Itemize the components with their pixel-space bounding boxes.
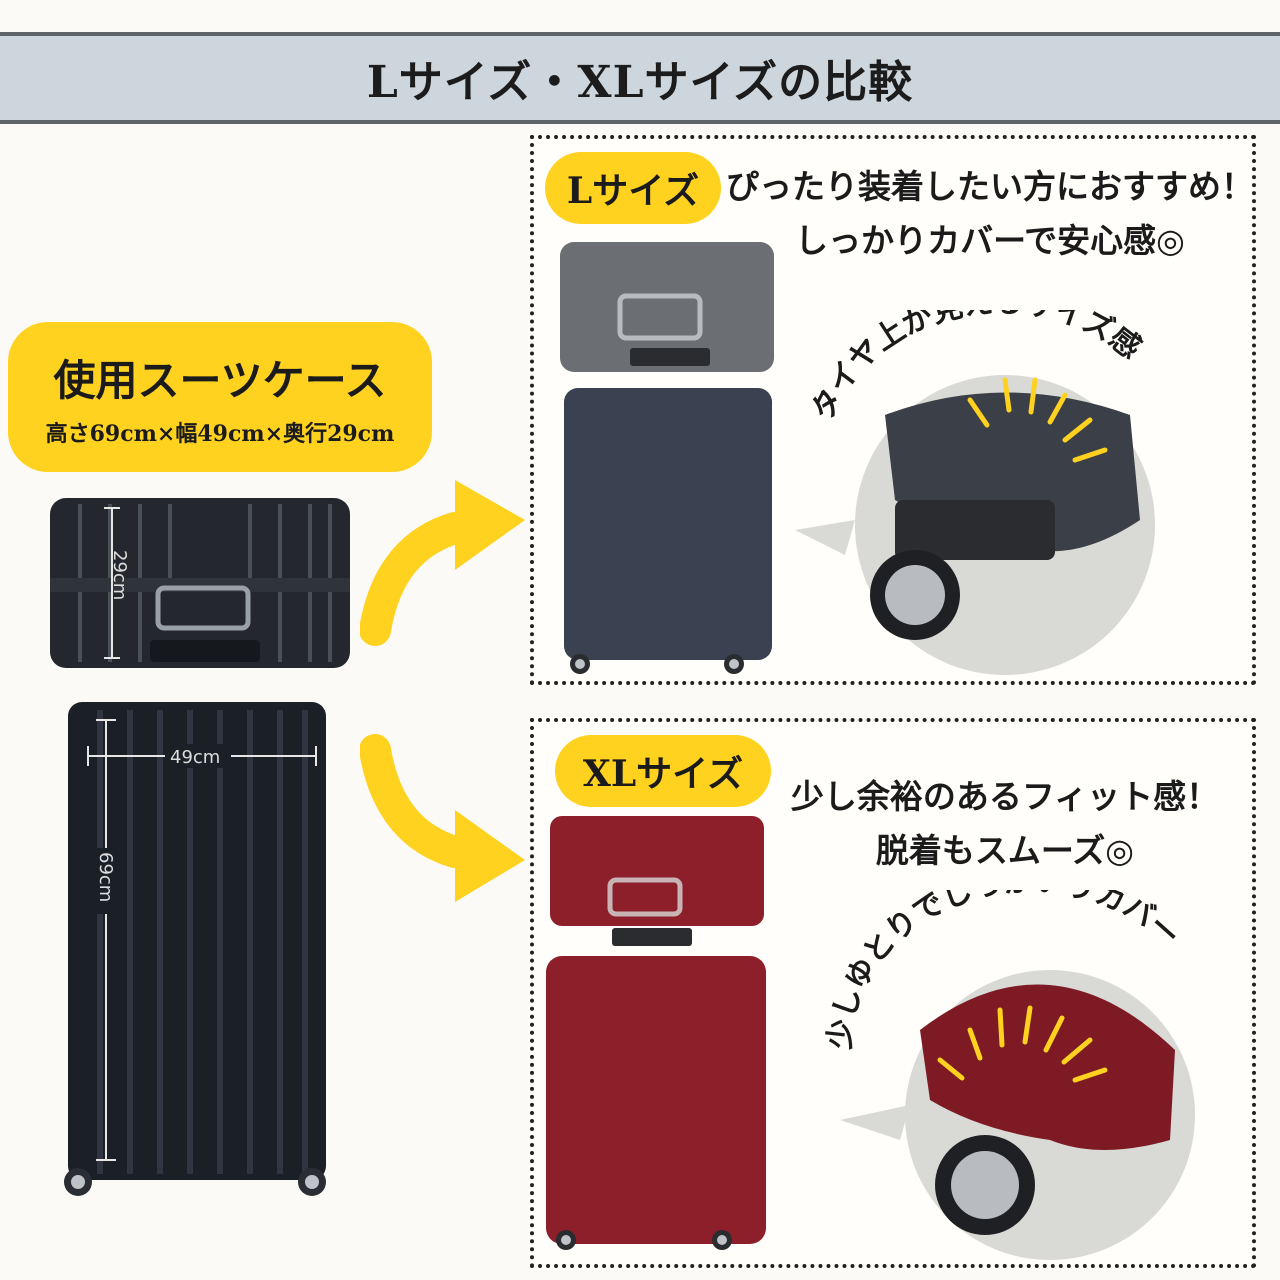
- xl-size-headline: 少し余裕のあるフィット感！ 脱着もスムーズ◎: [765, 770, 1245, 878]
- depth-label: 29cm: [109, 550, 130, 600]
- arrow-to-l-size-icon: [360, 480, 525, 646]
- title-bar: Lサイズ・XLサイズの比較: [0, 32, 1280, 124]
- arrows: [360, 480, 525, 902]
- used-suitcase-badge: 使用スーツケース 高さ69cm×幅49cm×奥行29cm: [8, 322, 432, 472]
- width-label: 49cm: [170, 747, 220, 768]
- xl-size-headline-line1: 少し余裕のあるフィット感！: [790, 777, 1220, 816]
- l-size-badge: Lサイズ: [545, 152, 721, 224]
- used-suitcase-dimensions: 高さ69cm×幅49cm×奥行29cm: [45, 420, 395, 447]
- used-suitcase-title: 使用スーツケース: [53, 355, 387, 405]
- arrow-to-xl-size-icon: [360, 734, 525, 902]
- xl-cover-photo: [546, 816, 766, 1250]
- height-label: 69cm: [95, 852, 116, 902]
- suitcase-front-view: 49cm 69cm: [64, 702, 326, 1196]
- suitcase-top-view: 29cm: [50, 498, 350, 668]
- l-cover-photo: [560, 242, 774, 674]
- xl-wheel-callout: 少しゆとりでしっかいりカバー: [822, 890, 1195, 1260]
- l-size-headline-line2: しっかりカバーで安心感◎: [795, 221, 1185, 260]
- l-size-headline: ぴったり装着したい方におすすめ！ しっかりカバーで安心感◎: [725, 160, 1255, 268]
- l-size-headline-line1: ぴったり装着したい方におすすめ！: [726, 167, 1254, 206]
- xl-size-headline-line2: 脱着もスムーズ◎: [875, 831, 1135, 870]
- l-wheel-callout: タイヤ上が見えるサイズ感: [795, 310, 1155, 675]
- original-suitcase-illustration: 29cm 49cm 69cm: [50, 498, 350, 1196]
- xl-size-badge: XLサイズ: [555, 735, 771, 807]
- page-title: Lサイズ・XLサイズの比較: [366, 57, 914, 108]
